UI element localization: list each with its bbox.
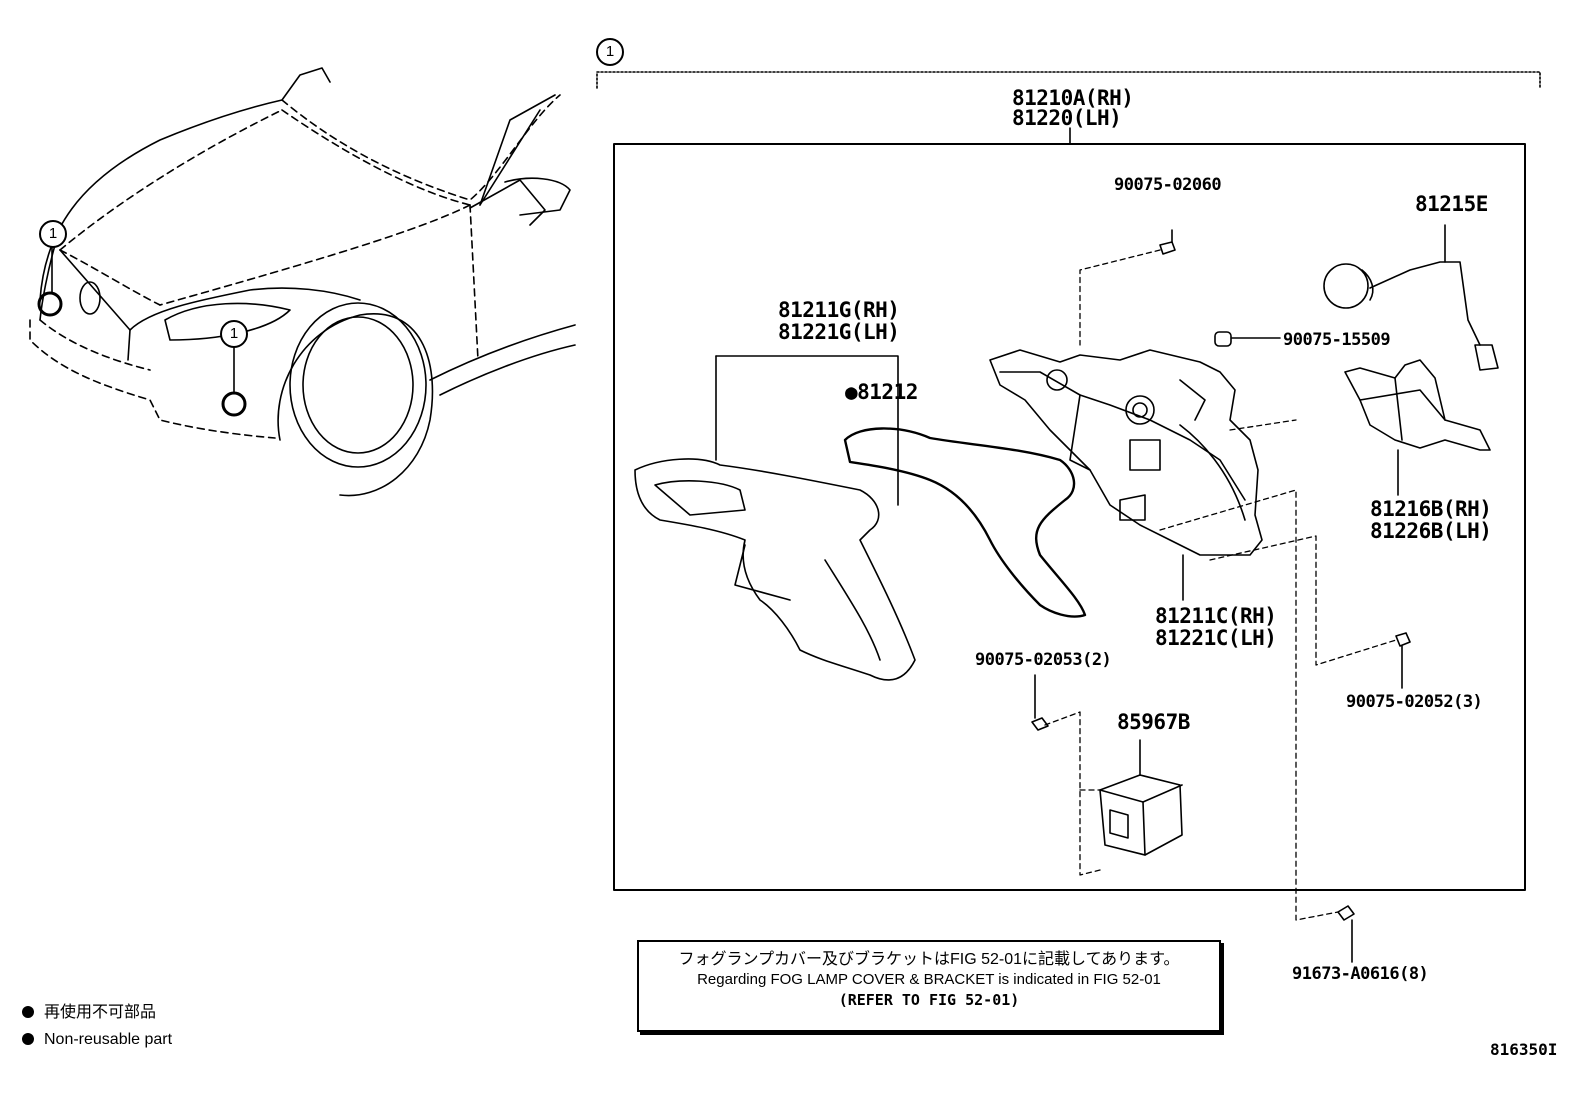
label-plug-15509: 90075-15509 — [1283, 330, 1391, 350]
callout-marker-car-left: 1 — [39, 220, 67, 248]
label-housing-rh: 81211C(RH) — [1155, 604, 1277, 628]
car-front-drawing — [29, 67, 576, 497]
bracket-drawing — [1344, 359, 1491, 496]
label-screw-02053: 90075-02053(2) — [975, 650, 1112, 670]
label-screw-02060: 90075-02060 — [1114, 175, 1222, 195]
label-screw-02052: 90075-02052(3) — [1346, 692, 1483, 712]
legend-dot-icon — [22, 1033, 34, 1045]
note-japanese: フォグランプカバー及びブラケットはFIG 52-01に記載してあります。 — [678, 951, 1180, 968]
label-gasket: ●81212 — [845, 380, 918, 404]
group-bracket — [596, 71, 1541, 89]
leader-lines — [1044, 249, 1397, 921]
fasteners-drawing — [1031, 229, 1411, 963]
label-bracket-lh: 81226B(LH) — [1370, 519, 1492, 543]
label-bolt-a0616: 91673-A0616(8) — [1292, 964, 1429, 984]
callout-marker-top: 1 — [596, 38, 624, 66]
callout-marker-car-right: 1 — [220, 320, 248, 348]
legend-japanese: 再使用不可部品 — [22, 1003, 156, 1023]
label-cover-rh: 81211G(RH) — [778, 298, 900, 322]
legend-english: Non-reusable part — [22, 1030, 172, 1050]
legend-dot-icon — [22, 1006, 34, 1018]
label-bulb: 81215E — [1415, 192, 1488, 216]
gasket-drawing — [843, 427, 1087, 618]
fog-lamp-cover-drawing — [634, 355, 916, 681]
note-english: Regarding FOG LAMP COVER & BRACKET is in… — [697, 971, 1161, 988]
label-assembly-lh: 81220(LH) — [1012, 106, 1122, 130]
label-bracket-rh: 81216B(RH) — [1370, 497, 1492, 521]
note-reference: (REFER TO FIG 52-01) — [838, 991, 1020, 1009]
label-assembly-rh: 81210A(RH) — [1012, 86, 1134, 110]
reference-note: フォグランプカバー及びブラケットはFIG 52-01に記載してあります。 Reg… — [637, 940, 1221, 1032]
label-cover-lh: 81221G(LH) — [778, 320, 900, 344]
fog-lamp-housing-drawing — [989, 349, 1263, 556]
label-module: 85967B — [1117, 710, 1190, 734]
label-housing-lh: 81221C(LH) — [1155, 626, 1277, 650]
module-drawing — [1099, 739, 1183, 856]
figure-code: 816350I — [1490, 1040, 1558, 1059]
bulb-drawing — [1323, 224, 1499, 371]
